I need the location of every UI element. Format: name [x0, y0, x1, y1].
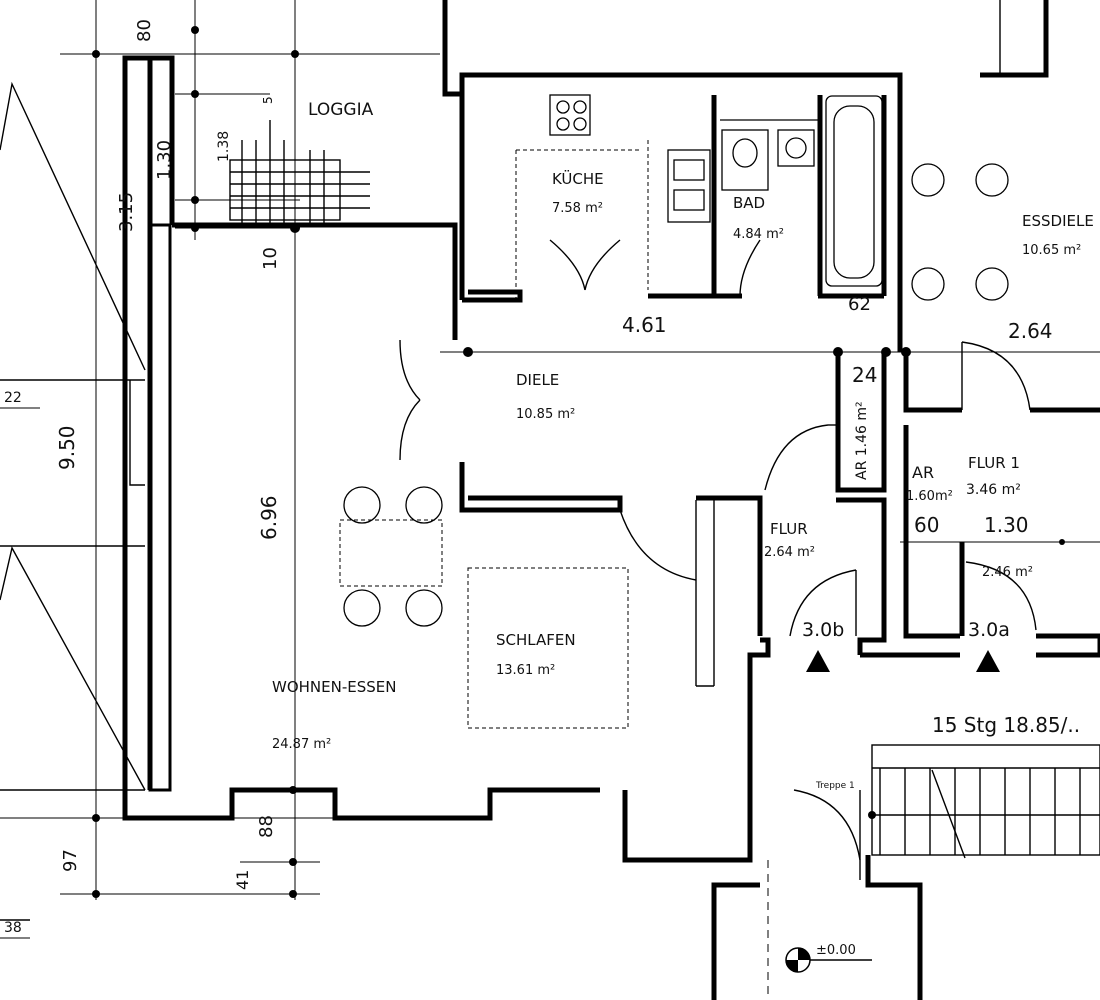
dim-315: 3.15 [116, 192, 137, 232]
bath-fixtures [720, 95, 883, 287]
walls [122, 0, 1100, 863]
loggia-hatch [229, 120, 370, 225]
dim-41: 41 [233, 870, 252, 890]
room-name-diele: DIELE [516, 371, 559, 389]
doors [399, 239, 1037, 880]
room-area-wohnen: 24.87 m² [272, 737, 331, 752]
room-name-essdiele: ESSDIELE [1022, 212, 1094, 230]
dim-10: 10 [260, 247, 281, 270]
dim-88: 88 [256, 815, 277, 838]
staircase [711, 744, 1100, 1000]
room-name-flur1: FLUR 1 [968, 454, 1020, 472]
room-name-loggia: LOGGIA [308, 100, 374, 120]
room-area-essdiele: 10.65 m² [1022, 243, 1081, 258]
entry-marker-b [976, 650, 1000, 672]
room-name-schlafen: SCHLAFEN [496, 631, 576, 649]
dim-2645: 2.64 [1008, 319, 1053, 343]
room-area-bad: 4.84 m² [733, 227, 784, 242]
room-area-diele: 10.85 m² [516, 407, 575, 422]
dim-6965: 6.96 [257, 495, 281, 540]
dim-4615: 4.61 [622, 313, 667, 337]
unit-number-b: 3.0a [968, 619, 1010, 641]
neighbour-roof [0, 81, 146, 791]
unit-number-a: 3.0b [802, 619, 844, 641]
dimension-labels: 80 1.30 3.15 1.38 5 10 9.50 6.96 4.61 62… [4, 19, 1053, 936]
stairs-label: 15 Stg 18.85/.. [932, 713, 1080, 737]
room-area-flur: 2.64 m² [764, 545, 815, 560]
room-name-wohnen: WOHNEN-ESSEN [272, 678, 396, 696]
dim-60: 60 [914, 513, 939, 537]
room-name-kueche: KÜCHE [552, 169, 604, 188]
dim-130b: 1.30 [984, 513, 1029, 537]
entry-marker-a [806, 650, 830, 672]
dim-22: 22 [4, 390, 22, 406]
dim-80: 80 [134, 19, 155, 42]
dim-62: 62 [848, 294, 871, 315]
room-label-ar-small: AR 1.46 m² [854, 401, 870, 480]
room-area-flur-right: 2.46 m² [982, 565, 1033, 580]
dim-5: 5 [261, 96, 275, 104]
dim-97: 97 [60, 849, 81, 872]
level-value: ±0.00 [816, 943, 856, 958]
room-name-ar-right: AR [912, 463, 934, 482]
dim-38: 38 [4, 920, 22, 936]
room-area-kueche: 7.58 m² [552, 201, 603, 216]
dim-950: 9.50 [55, 425, 79, 470]
room-area-ar-right: 1.60m² [906, 489, 953, 504]
room-name-bad: BAD [733, 194, 765, 212]
level-symbol-icon [785, 947, 872, 973]
kitchen-fixtures [515, 94, 711, 300]
dim-130: 1.30 [154, 140, 175, 180]
grid-nodes [92, 26, 1065, 898]
dining-furniture [339, 163, 1009, 729]
room-name-flur: FLUR [770, 520, 808, 538]
room-area-flur1: 3.46 m² [966, 482, 1021, 498]
room-labels: LOGGIA KÜCHE 7.58 m² BAD 4.84 m² ESSDIEL… [272, 100, 1094, 958]
room-area-schlafen: 13.61 m² [496, 663, 555, 678]
dim-138: 1.38 [216, 131, 232, 162]
dim-24: 24 [852, 363, 877, 387]
stairs-small-label: Treppe 1 [815, 781, 855, 791]
